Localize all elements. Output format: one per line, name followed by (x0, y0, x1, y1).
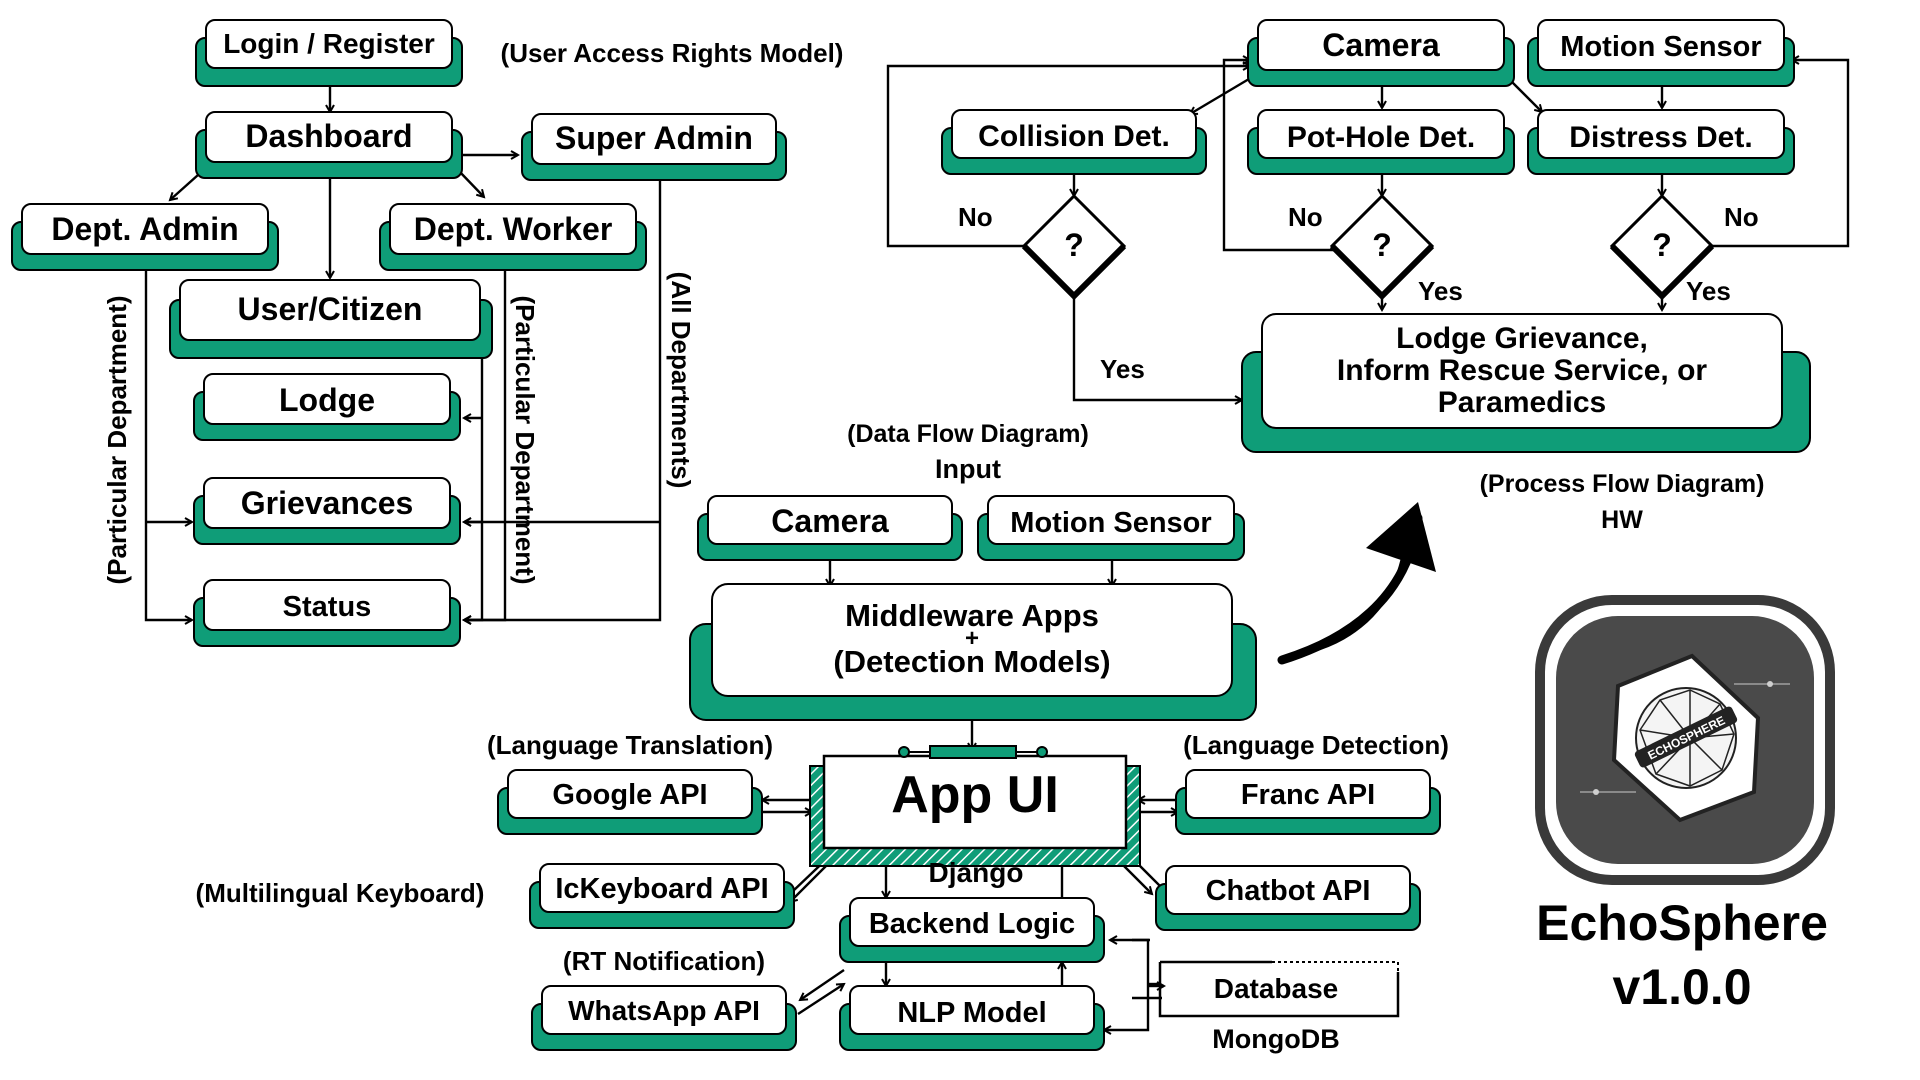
distress-yes-label: Yes (1686, 276, 1731, 306)
lodge-label: Lodge (279, 382, 375, 418)
dept-worker-scope-label: (Particular Department) (510, 296, 540, 585)
pf-motion-sensor-label: Motion Sensor (1560, 31, 1761, 63)
citizen-label: User/Citizen (238, 291, 423, 327)
rt-notification-caption: (RT Notification) (563, 946, 765, 976)
dept-admin-node: Dept. Admin (11, 203, 279, 271)
lang-translation-caption: (Language Translation) (487, 730, 773, 760)
collision-node: Collision Det. (941, 109, 1207, 175)
pf-motion-sensor-node: Motion Sensor (1527, 19, 1795, 87)
pf-camera-node: Camera (1247, 19, 1515, 87)
brand-name: EchoSphere (1536, 895, 1828, 951)
dept-admin-label: Dept. Admin (51, 211, 238, 247)
chatbot-api-label: Chatbot API (1206, 875, 1371, 907)
pf-camera-label: Camera (1322, 27, 1440, 63)
distress-decision: ? (1609, 193, 1715, 301)
pothole-decision: ? (1329, 193, 1435, 301)
collision-yes-label: Yes (1100, 354, 1145, 384)
dashboard-node: Dashboard (195, 111, 463, 179)
login-register-label: Login / Register (223, 28, 435, 59)
pothole-yes-label: Yes (1418, 276, 1463, 306)
database-node: Database MongoDB (1158, 960, 1400, 1054)
lang-detection-caption: (Language Detection) (1183, 730, 1449, 760)
whatsapp-api-label: WhatsApp API (568, 995, 760, 1026)
process-flow-hw-label: HW (1601, 506, 1643, 534)
google-api-label: Google API (552, 779, 707, 811)
df-motion-sensor-label: Motion Sensor (1010, 507, 1211, 539)
lodge-node: Lodge (193, 373, 461, 441)
grievances-node: Grievances (193, 477, 461, 545)
backend-logic-node: Backend Logic (839, 897, 1105, 963)
middleware-plus: + (965, 625, 979, 652)
df-motion-sensor-node: Motion Sensor (977, 495, 1245, 561)
dept-worker-label: Dept. Worker (414, 211, 613, 247)
mongodb-label: MongoDB (1212, 1024, 1339, 1054)
distress-label: Distress Det. (1569, 121, 1752, 154)
dept-worker-node: Dept. Worker (379, 203, 647, 271)
pothole-no-label: No (1288, 202, 1323, 232)
app-ui-node: App UI (809, 745, 1141, 867)
curved-arrow (1277, 502, 1436, 665)
login-register-node: Login / Register (195, 19, 463, 87)
app-ui-label: App UI (891, 766, 1059, 824)
super-admin-node: Super Admin (521, 113, 787, 181)
df-camera-node: Camera (697, 495, 963, 561)
df-camera-label: Camera (771, 503, 889, 539)
data-flow-caption: (Data Flow Diagram) (847, 420, 1089, 448)
ickeyboard-api-label: IcKeyboard API (555, 873, 768, 905)
status-node: Status (193, 579, 461, 647)
process-flow-caption: (Process Flow Diagram) (1480, 470, 1765, 498)
access-model-caption: (User Access Rights Model) (501, 38, 844, 68)
middleware-line1: Middleware Apps (845, 598, 1099, 633)
middleware-line2: (Detection Models) (833, 644, 1110, 679)
collision-no-label: No (958, 202, 993, 232)
process-flow-connectors (886, 60, 1850, 400)
nlp-model-label: NLP Model (897, 997, 1046, 1029)
franc-api-label: Franc API (1241, 779, 1375, 811)
dashboard-label: Dashboard (245, 118, 412, 154)
rescue-action-line3: Paramedics (1438, 386, 1606, 419)
access-model-connectors (144, 84, 662, 620)
multilingual-caption: (Multilingual Keyboard) (196, 878, 485, 908)
distress-no-label: No (1724, 202, 1759, 232)
nlp-model-node: NLP Model (839, 985, 1105, 1051)
process-flow: Camera Motion Sensor Collision Det. Pot-… (886, 19, 1850, 665)
chatbot-api-node: Chatbot API (1155, 865, 1421, 931)
collision-decision-label: ? (1064, 227, 1084, 263)
data-flow-input-label: Input (935, 454, 1001, 484)
status-label: Status (283, 591, 372, 623)
brand-version: v1.0.0 (1612, 959, 1751, 1015)
google-api-node: Google API (497, 769, 763, 835)
django-label: Django (929, 857, 1024, 888)
pothole-decision-label: ? (1372, 227, 1392, 263)
data-flow: (Data Flow Diagram) Input (196, 420, 1449, 1054)
echosphere-logo: ECHOSPHERE (1535, 595, 1835, 885)
pothole-label: Pot-Hole Det. (1287, 121, 1475, 154)
distress-node: Distress Det. (1527, 109, 1795, 175)
pothole-node: Pot-Hole Det. (1247, 109, 1515, 175)
middleware-node: Middleware Apps + (Detection Models) (689, 583, 1257, 721)
rescue-action-line2: Inform Rescue Service, or (1337, 354, 1707, 387)
whatsapp-api-node: WhatsApp API (531, 985, 797, 1051)
super-admin-label: Super Admin (555, 120, 753, 156)
grievances-label: Grievances (241, 485, 414, 521)
ickeyboard-api-node: IcKeyboard API (529, 863, 795, 929)
backend-logic-label: Backend Logic (869, 908, 1075, 940)
collision-label: Collision Det. (978, 120, 1170, 153)
super-admin-scope-label: (All Departments) (666, 272, 696, 489)
distress-decision-label: ? (1652, 227, 1672, 263)
rescue-action-node: Lodge Grievance, Inform Rescue Service, … (1241, 313, 1811, 453)
dept-admin-scope-label: (Particular Department) (102, 296, 132, 585)
access-model: (User Access Rights Model) Login / Regis… (11, 19, 844, 647)
citizen-node: User/Citizen (169, 279, 493, 359)
franc-api-node: Franc API (1175, 769, 1441, 835)
branding: ECHOSPHERE EchoSphere v1.0.0 (1535, 595, 1835, 1015)
database-label: Database (1214, 973, 1339, 1004)
collision-decision: ? (1021, 193, 1127, 301)
rescue-action-line1: Lodge Grievance, (1396, 322, 1648, 355)
